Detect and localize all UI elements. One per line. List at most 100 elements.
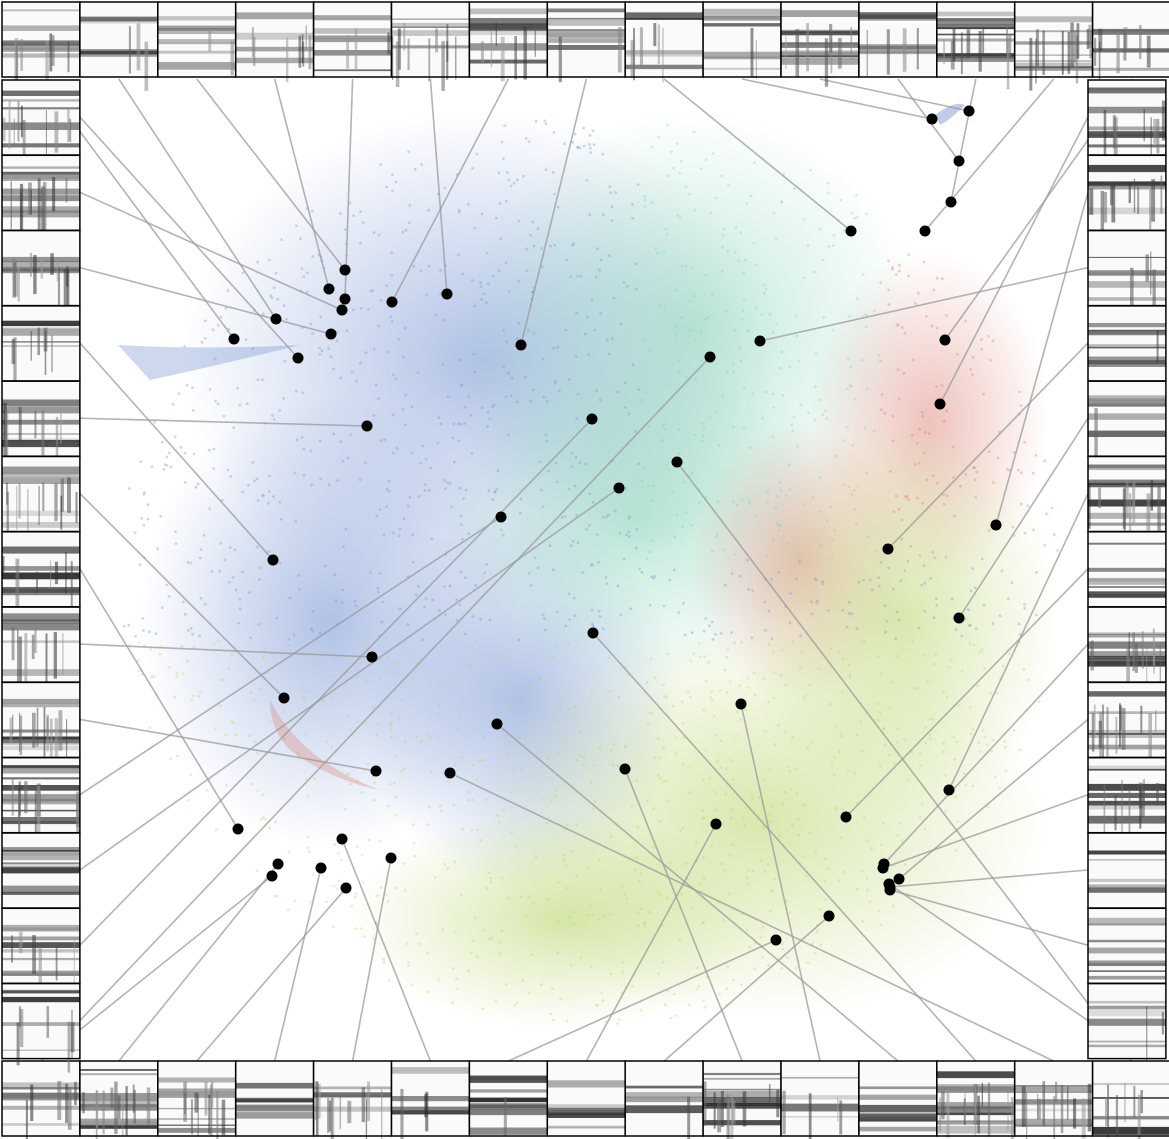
marker-point [893,873,905,885]
thumbnail-top-8 [624,1,704,83]
marker-point [370,765,382,777]
leader-line [948,493,1089,791]
thumbnail-bottom-1 [79,1060,159,1139]
marker-point [292,352,304,364]
thumbnail-bottom-2 [157,1060,237,1139]
leader-line [118,78,277,320]
thumbnail-bg [1088,833,1166,908]
leader-line [79,356,711,1022]
thumbnail-top-3 [234,1,315,83]
thumbnail-left-12 [1,982,81,1073]
leader-line [889,889,1089,947]
thumbnail-bg [547,1061,626,1136]
thumbnail-bottom-6 [468,1060,549,1137]
marker-point [613,482,625,494]
marker-point [926,113,938,125]
thumbnail-top-12 [936,1,1016,90]
leader-line [508,939,777,1062]
marker-point [491,718,503,730]
thumbnail-bottom-3 [234,1060,315,1137]
leader-line [995,192,1089,526]
marker-point [278,692,290,704]
marker-point [325,328,337,340]
thumbnail-bottom-5 [390,1060,471,1139]
leader-line [740,703,821,1062]
thumbnail-left-7 [1,606,81,690]
marker-point [953,155,965,167]
cloud-arm-left [118,345,300,380]
marker-point [495,511,507,523]
marker-point [963,105,975,117]
leader-line [351,857,392,1062]
leader-line [391,78,510,303]
leader-line [520,78,588,346]
marker-point [939,334,951,346]
leader-line [79,417,368,427]
thumbnail-right-2 [1087,229,1167,316]
leader-line [883,643,1089,865]
leader-line [624,768,743,1062]
leader-line [663,78,852,232]
thumbnail-border [1,982,81,1060]
marker-point [339,293,351,305]
thumbnail-bg [2,983,80,1059]
leader-line [273,867,322,1062]
marker-point [704,351,716,363]
thumbnail-left-6 [1,531,81,613]
leader-line [676,461,1133,1062]
leader-line [429,78,448,295]
thumbnail-bg [1088,381,1166,457]
thumbnail-bottom-7 [546,1060,626,1137]
thumbnail-bottom-12 [936,1060,1016,1139]
marker-point [267,554,279,566]
thumbnail-bg [313,1061,392,1136]
thumbnail-bottom-4 [312,1060,393,1139]
thumbnail-bg [313,2,392,77]
marker-point [770,934,782,946]
marker-point [315,862,327,874]
marker-point [228,333,240,345]
thumbnail-top-13 [1013,1,1094,91]
marker-point [953,612,965,624]
leader-line [759,266,1089,342]
marker-point [840,811,852,823]
thumbnail-left-0 [1,79,81,164]
thumbnail-top-0 [1,1,81,91]
thumbnail-top-2 [157,1,237,78]
leader-line [585,823,717,1062]
thumbnail-right-12 [1087,982,1167,1061]
thumbnail-right-11 [1087,907,1167,985]
marker-point [515,339,527,351]
markers [228,105,1002,946]
marker-point [934,398,946,410]
marker-point [339,264,351,276]
thumbnail-right-10 [1087,832,1167,909]
thumbnail-bottom-9 [702,1060,782,1139]
leader-line [79,116,299,359]
thumbnail-right-9 [1087,756,1167,837]
leader-line [887,342,1089,550]
thumbnail-bottom-8 [624,1060,704,1139]
thumbnail-bottom-13 [1013,1060,1094,1139]
thumbnail-left-10 [1,832,81,909]
leader-line [496,723,899,1062]
thumbnail-bg [1088,305,1166,381]
marker-point [619,763,631,775]
marker-point [444,767,456,779]
thumbnail-left-4 [1,380,81,466]
marker-point [919,225,931,237]
leader-line [888,883,1089,1022]
thumbnail-right-7 [1087,606,1167,692]
thumbnail-top-11 [858,1,938,78]
marker-point [323,283,335,295]
leader-line [741,78,933,120]
thumbnail-border [1091,1,1169,78]
leader-line [79,191,343,311]
thumbnail-right-4 [1087,380,1167,457]
thumbnail-border [1091,1060,1169,1137]
thumbnail-left-9 [1,756,81,842]
thumbnail-right-1 [1087,154,1167,238]
thumbnail-top-10 [780,1,860,87]
cloud-region-lower-right-1 [740,420,1060,820]
leader-line [273,78,330,290]
